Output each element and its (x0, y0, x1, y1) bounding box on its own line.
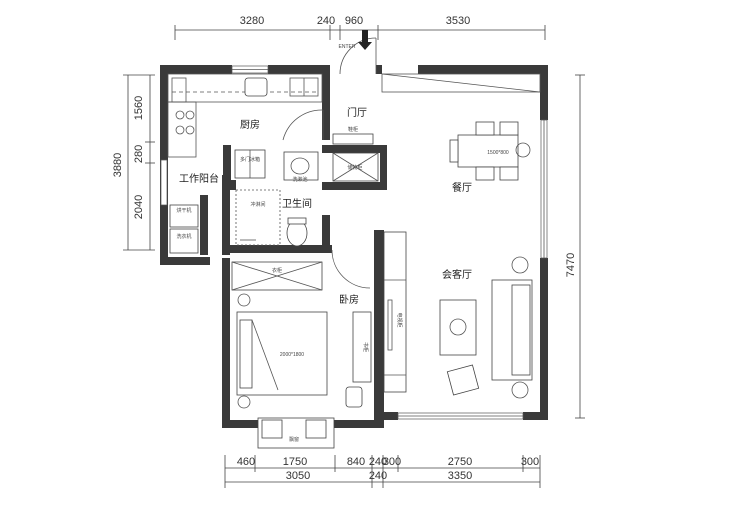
room-label-bedroom: 卧房 (339, 293, 359, 306)
dryer-label: 烘干机 (176, 207, 191, 214)
bookshelf-icon (352, 311, 372, 383)
bottom-dim-7: 300 (521, 456, 539, 468)
entry-label: ENTER (339, 44, 356, 50)
washer-label: 洗衣机 (176, 233, 191, 240)
entry-door: ENTER (339, 30, 377, 75)
fridge-label: 多门冰箱 (240, 156, 260, 163)
kitchen-counter (167, 73, 323, 158)
sink-icon (244, 77, 268, 97)
tv-cabinet-icon (383, 231, 407, 393)
left-dim-2: 280 (133, 145, 145, 163)
wardrobe-label: 衣柜 (272, 267, 282, 274)
armchair-icon (446, 364, 480, 396)
room-label-work-balcony: 工作阳台 (179, 172, 219, 185)
cabinet-label: 储物柜 (347, 164, 362, 171)
wash-basin-label: 洗漱池 (292, 176, 307, 183)
bottom-dim-total-1: 3050 (286, 470, 310, 482)
bottom-dim-4: 240 (369, 456, 387, 468)
chair-icon (345, 386, 363, 408)
bed-label: 2000*1800 (280, 352, 304, 358)
bottom-dim-2: 1750 (283, 456, 307, 468)
shoe-cabinet-icon (332, 133, 374, 145)
left-dimension-line: 1560 280 2040 3880 (112, 74, 155, 251)
bathroom-door-icon (331, 249, 371, 289)
dining-table: 1500*800 (449, 121, 531, 181)
wash-basin-icon (283, 151, 319, 181)
left-dim-3: 2040 (133, 195, 145, 219)
room-label-bathroom: 卫生间 (282, 197, 312, 210)
bed: 2000*1800 (236, 293, 328, 409)
left-dim-1: 1560 (133, 96, 145, 120)
top-dim-2: 240 (317, 15, 335, 27)
bottom-dim-total-3: 3350 (448, 470, 472, 482)
bottom-dim-6: 2750 (448, 456, 472, 468)
room-label-kitchen: 厨房 (240, 118, 260, 131)
bottom-dim-5: 300 (383, 456, 401, 468)
bookshelf-label: 书柜 (362, 342, 369, 352)
dryer-icon (169, 204, 199, 228)
bay-window: 飘窗 (257, 417, 335, 449)
bottom-dimension-line: 460 1750 840 240 300 2750 300 3050 240 3… (224, 455, 541, 488)
room-label-dining: 餐厅 (452, 181, 472, 194)
sofa (491, 256, 533, 399)
bottom-dim-total-2: 240 (369, 470, 387, 482)
coffee-table-icon (439, 299, 477, 356)
windows (160, 65, 548, 420)
top-dimension-line: 3280 240 960 3530 (174, 15, 546, 40)
shoe-cabinet-label: 鞋柜 (348, 126, 358, 133)
right-dimension-line: 7470 (565, 74, 585, 419)
dining-table-label: 1500*800 (487, 150, 509, 156)
bottom-dim-1: 460 (237, 456, 255, 468)
top-dim-3: 960 (345, 15, 363, 27)
bottom-dim-3: 840 (347, 456, 365, 468)
bay-window-label: 飘窗 (289, 436, 299, 443)
washer-icon (169, 228, 199, 254)
tv-cabinet-label: 电视柜 (396, 312, 403, 327)
stove-burner-icon (175, 110, 185, 120)
kitchen-door-icon (282, 109, 324, 141)
top-dim-4: 3530 (446, 15, 470, 27)
right-dim: 7470 (565, 253, 577, 277)
left-dim-total: 3880 (112, 153, 124, 177)
entry-arrow-icon (358, 30, 372, 50)
top-dim-1: 3280 (240, 15, 264, 27)
shower-label: 冲淋间 (250, 201, 265, 208)
shower-icon (235, 189, 281, 246)
room-label-foyer: 门厅 (347, 106, 367, 119)
room-label-living: 会客厅 (442, 268, 472, 281)
